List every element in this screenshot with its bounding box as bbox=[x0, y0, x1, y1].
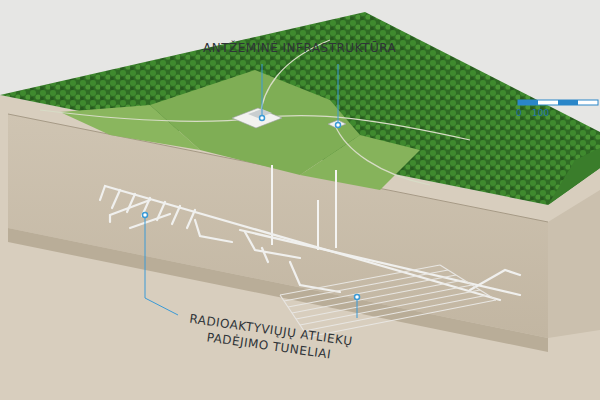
hill bbox=[548, 148, 600, 205]
surface-buildings bbox=[232, 108, 346, 128]
leader-lines bbox=[145, 64, 357, 318]
scale-number: 100 bbox=[532, 108, 549, 119]
forest-road bbox=[40, 40, 470, 185]
clearing bbox=[300, 135, 420, 190]
cavity-right-wall bbox=[548, 190, 600, 338]
leader-dots bbox=[143, 116, 360, 300]
clearing bbox=[60, 105, 200, 150]
disposal-tunnels bbox=[100, 186, 520, 300]
forest-surface bbox=[0, 12, 600, 205]
tunnel-grid bbox=[280, 265, 496, 337]
scale-bar bbox=[518, 100, 598, 105]
callout-label: ANTŽEMINĖ INFRASTRUKTŪRA bbox=[203, 40, 396, 56]
scale-number: 0 bbox=[516, 108, 522, 119]
